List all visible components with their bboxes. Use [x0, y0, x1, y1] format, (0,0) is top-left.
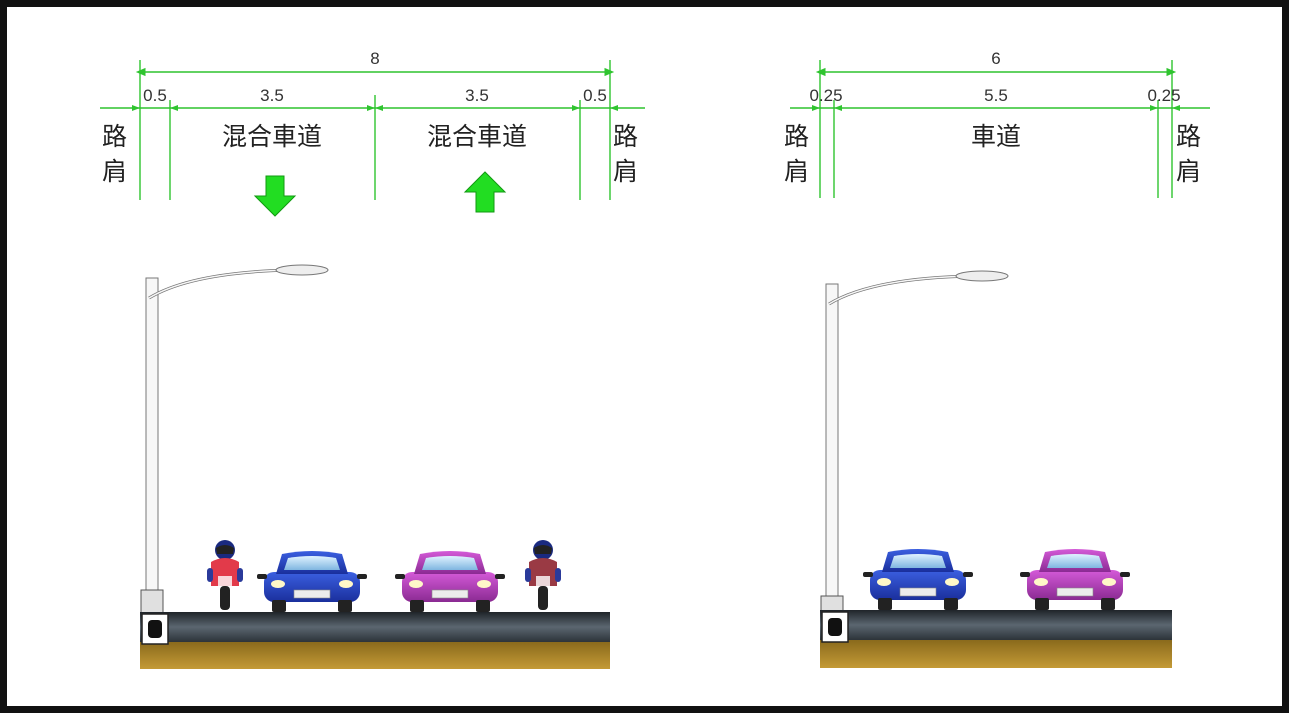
right-shoulder-label-top-a: 路 [784, 122, 809, 151]
road-surface [140, 612, 610, 642]
right-shoulder-label-bottom-b: 肩 [1176, 157, 1201, 186]
left-section: 8 0.5 3.5 3.5 0.5 路 肩 混合車道 混合車道 路 肩 [100, 49, 645, 669]
left-shoulder-label-bottom-b: 肩 [613, 157, 638, 186]
right-shoulder-label-bottom-a: 肩 [784, 157, 809, 186]
drain-opening [828, 618, 842, 636]
right-section: 6 0.25 5.5 0.25 路 肩 車道 路 肩 [784, 49, 1210, 668]
up-arrow-icon [463, 171, 507, 213]
road-base [140, 642, 610, 669]
right-shoulder-width-a: 0.25 [809, 86, 842, 105]
right-extension-lines [819, 60, 1173, 198]
left-shoulder-width-a: 0.5 [143, 86, 167, 105]
left-shoulder-width-b: 0.5 [583, 86, 607, 105]
down-arrow-icon [253, 175, 297, 217]
right-total-width: 6 [991, 49, 1000, 68]
left-shoulder-label-top-a: 路 [102, 122, 127, 151]
road-surface [820, 610, 1172, 640]
blue-car-icon [862, 548, 974, 611]
right-shoulder-width-b: 0.25 [1147, 86, 1180, 105]
left-extension-lines [139, 60, 611, 200]
motorcycle-icon [525, 540, 561, 610]
left-shoulder-label-bottom-a: 肩 [102, 157, 127, 186]
right-lane-label: 車道 [971, 122, 1021, 151]
left-shoulder-label-top-b: 路 [613, 122, 638, 151]
left-lane2-width: 3.5 [465, 86, 489, 105]
motorcycle-icon [207, 540, 243, 610]
purple-car-icon [394, 550, 506, 613]
left-lane1-width: 3.5 [260, 86, 284, 105]
drain-opening [148, 620, 162, 638]
purple-car-icon [1019, 548, 1131, 611]
left-lane1-label: 混合車道 [222, 122, 322, 151]
left-lane2-label: 混合車道 [427, 122, 527, 151]
right-shoulder-label-top-b: 路 [1176, 122, 1201, 151]
left-total-width: 8 [370, 49, 379, 68]
right-lane-width: 5.5 [984, 86, 1008, 105]
road-base [820, 640, 1172, 668]
blue-car-icon [256, 550, 368, 613]
